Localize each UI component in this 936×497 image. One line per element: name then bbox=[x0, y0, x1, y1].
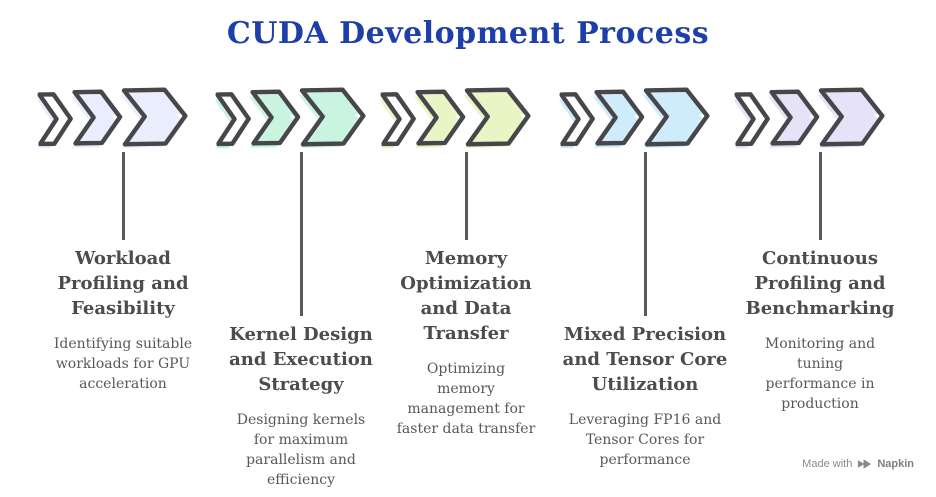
chevron-small-fill bbox=[39, 94, 71, 144]
triple-chevron-arrow-icon bbox=[37, 87, 188, 149]
napkin-logo-icon bbox=[858, 459, 872, 469]
stage-description: Optimizing memory management for faster … bbox=[396, 361, 536, 437]
chevron-fill bbox=[419, 92, 525, 142]
chevron-small-fill bbox=[561, 94, 593, 144]
chevron-outline bbox=[559, 87, 710, 147]
stage-description: Monitoring and tuning performance in pro… bbox=[764, 336, 876, 412]
stage-description: Identifying suitable workloads for GPU a… bbox=[53, 336, 193, 392]
chevron-small-fill bbox=[217, 94, 249, 144]
stage-title: Continuous Profiling and Benchmarking bbox=[745, 248, 895, 319]
watermark-brand: Napkin bbox=[877, 458, 914, 470]
chevron-outline bbox=[215, 87, 366, 147]
page-title: CUDA Development Process bbox=[226, 16, 710, 51]
connector-line bbox=[643, 152, 647, 316]
chevron-small-fill bbox=[382, 94, 414, 144]
chevron-fill bbox=[76, 92, 182, 142]
connector-line bbox=[299, 152, 303, 316]
stage-kernel-design-and-execution-strategy: Kernel Design and Execution Strategy Des… bbox=[211, 87, 391, 490]
triple-chevron-arrow-icon bbox=[559, 87, 710, 149]
stage-memory-optimization-and-data-transfer: Memory Optimization and Data Transfer Op… bbox=[376, 87, 556, 439]
stage-description: Designing kernels for maximum parallelis… bbox=[236, 412, 366, 488]
connector-line bbox=[818, 152, 822, 240]
stage-workload-profiling-and-feasibility: Workload Profiling and Feasibility Ident… bbox=[33, 87, 213, 394]
watermark-prefix: Made with bbox=[802, 458, 853, 470]
chevron-fill bbox=[254, 92, 360, 142]
stage-title: Mixed Precision and Tensor Core Utilizat… bbox=[562, 324, 728, 395]
triple-chevron-arrow-icon bbox=[734, 87, 885, 149]
chevron-small-fill bbox=[736, 94, 768, 144]
triple-chevron-arrow-icon bbox=[215, 87, 366, 149]
stage-mixed-precision-and-tensor-core-utilization: Mixed Precision and Tensor Core Utilizat… bbox=[555, 87, 735, 470]
chevron-outline bbox=[380, 87, 531, 147]
stage-title: Workload Profiling and Feasibility bbox=[57, 248, 189, 319]
stage-title: Memory Optimization and Data Transfer bbox=[400, 248, 532, 344]
stage-description: Leveraging FP16 and Tensor Cores for per… bbox=[568, 412, 722, 468]
stage-title: Kernel Design and Execution Strategy bbox=[229, 324, 373, 395]
chevron-outline bbox=[37, 87, 188, 147]
connector-line bbox=[121, 152, 125, 240]
chevron-fill bbox=[773, 92, 879, 142]
triple-chevron-arrow-icon bbox=[380, 87, 531, 149]
stage-continuous-profiling-and-benchmarking: Continuous Profiling and Benchmarking Mo… bbox=[730, 87, 910, 414]
connector-line bbox=[464, 152, 468, 240]
chevron-fill bbox=[598, 92, 704, 142]
chevron-outline bbox=[734, 87, 885, 147]
napkin-watermark[interactable]: Made with Napkin bbox=[802, 458, 914, 470]
